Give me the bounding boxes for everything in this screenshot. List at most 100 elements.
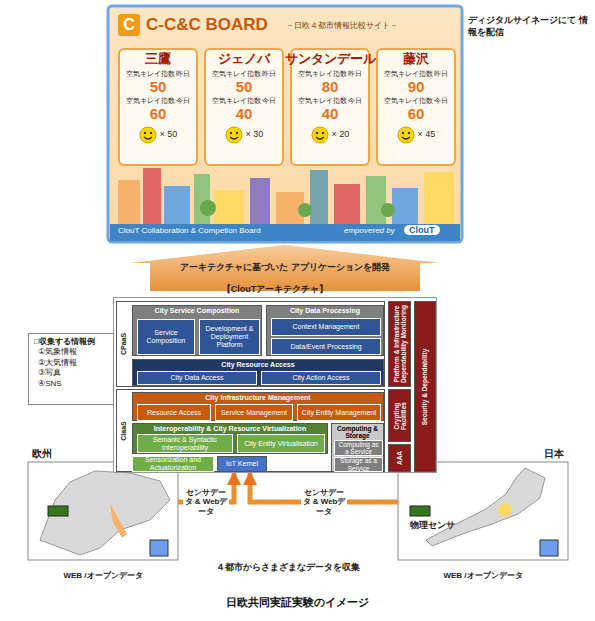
side-layer-name: Platform & Infrastructure Dependability … <box>392 305 406 383</box>
italy-shape <box>110 503 127 538</box>
smiley-row: × 20 <box>311 126 350 144</box>
component-name: Semanic & Syntactic Interoperability <box>138 436 232 451</box>
layer-name: CPaaS <box>120 305 128 383</box>
blueleaf-box: Data/Event Processing <box>271 338 381 355</box>
sensor-device <box>48 506 68 516</box>
index-value: 40 <box>236 105 253 122</box>
board-text: ClouT <box>404 225 440 235</box>
index-value: 50 <box>150 78 167 95</box>
greenleaf-box: City Entity Virtualisation <box>237 434 325 453</box>
component-name: Service Composition <box>138 329 194 344</box>
sensor-label: 物理センサ <box>410 520 455 530</box>
iot-box: IoT Kernel <box>217 456 267 472</box>
greenleaf-box: Sensorization and Actuatorization <box>132 456 214 472</box>
architecture-title: 【ClouTアーキテクチャ】 <box>114 284 436 294</box>
grey-box: City Data ProcessingContext ManagementDa… <box>266 305 384 356</box>
europe-map <box>40 471 170 555</box>
smiley-row: × 30 <box>225 126 264 144</box>
board-text: empovered by <box>344 226 395 235</box>
map-box: 日本物理センサWEB /オープンデータ <box>398 446 568 582</box>
edge-label: センサデータ & Webデータ <box>301 487 347 517</box>
tree <box>200 200 216 216</box>
greyleaf-box: Storage as a Service <box>334 457 383 472</box>
web-building-icon <box>150 540 168 556</box>
component-name: City Data Access <box>170 374 225 382</box>
region-name: 欧州 <box>32 448 52 460</box>
group-heading: City Resource Access <box>133 360 383 369</box>
building <box>214 190 244 224</box>
city-panel: 三鷹空気キレイ指数 昨日50空気キレイ指数 今日60× 50 <box>118 48 198 166</box>
component-name: Computing as a Service <box>335 441 382 455</box>
tree <box>381 203 395 217</box>
index-label: 空気キレイ指数 昨日 <box>126 70 191 78</box>
board-box: CC-C&C BOARD－日欧４都市情報比較サイト－ClouT Collabor… <box>108 6 462 242</box>
group-heading: Interoperability & City Resource Virtual… <box>133 424 327 433</box>
smiley-icon <box>225 126 243 144</box>
board-frame <box>108 6 462 242</box>
smiley-icon <box>139 126 157 144</box>
component-name: Development & Deployment Platform <box>200 325 259 348</box>
smiley-count: × 30 <box>246 129 264 139</box>
side-layer-name: Security & Dependability <box>421 305 428 468</box>
blueleaf-box: Context Management <box>271 318 381 336</box>
orangeleaf-box: Resource Access <box>137 404 211 421</box>
board-footer <box>110 224 460 241</box>
arch-box: 【ClouTアーキテクチャ】CPaaSCity Service Composit… <box>113 297 437 473</box>
japan-map <box>426 468 545 546</box>
sensor-device <box>410 506 430 516</box>
side-layer-name: Crypting Facilities <box>392 393 406 438</box>
index-value: 60 <box>150 105 167 122</box>
building <box>164 186 190 224</box>
index-label: 空気キレイ指数 今日 <box>384 97 449 105</box>
layer-band: Security & Dependability <box>414 301 436 472</box>
blueleaf-box: Development & Deployment Platform <box>199 319 260 355</box>
component-name: City Entity Virtualisation <box>243 440 318 448</box>
city-name: サンタンデール <box>285 52 376 67</box>
info-item: ①気象情報 <box>38 347 108 357</box>
greenleaf-box: Semanic & Syntactic Interoperability <box>137 434 233 453</box>
layer-band: Platform & Infrastructure Dependability … <box>388 301 411 387</box>
city-panel: ジェノバ空気キレイ指数 昨日50空気キレイ指数 今日40× 30 <box>204 48 284 166</box>
smiley-icon <box>311 126 329 144</box>
component-name: City Entity Management <box>301 409 377 417</box>
info-item: ②大気情報 <box>38 358 108 368</box>
arrow-text: アーキテクチャに基づいた アプリケーションを開発 <box>150 262 420 273</box>
japan-map-frame <box>398 462 568 560</box>
orange-box: City Infrastructure ManagementResource A… <box>132 392 384 421</box>
compute-box: Computing & StorageComputing as a Servic… <box>331 423 384 472</box>
group-heading: City Infrastructure Management <box>133 393 383 402</box>
index-value: 50 <box>236 78 253 95</box>
caption: 日欧共同実証実験のイメージ <box>0 596 595 609</box>
smiley-count: × 45 <box>418 129 436 139</box>
layer-band: Crypting Facilities <box>388 389 411 442</box>
info-box: □収集する情報例①気象情報②大気情報③写真④SNS <box>28 333 114 405</box>
side-layer-name: AAA <box>396 448 403 468</box>
tree <box>298 203 312 217</box>
index-label: 空気キレイ指数 今日 <box>212 97 277 105</box>
index-value: 90 <box>408 78 425 95</box>
city-panel: 藤沢空気キレイ指数 昨日90空気キレイ指数 今日60× 45 <box>376 48 456 166</box>
kanto-highlight <box>498 503 512 517</box>
blueleaf-box: City Data Access <box>137 371 257 385</box>
blueleaf-box: City Action Access <box>261 371 381 385</box>
group-heading: City Data Processing <box>267 306 383 315</box>
index-value: 60 <box>408 105 425 122</box>
building <box>366 176 386 224</box>
region-name: 日本 <box>544 448 564 460</box>
building <box>194 174 210 224</box>
index-label: 空気キレイ指数 昨日 <box>298 70 363 78</box>
city-panel: サンタンデール空気キレイ指数 昨日80空気キレイ指数 今日40× 20 <box>290 48 370 166</box>
note-label: ディジタルサイネージにて 情報を配信 <box>468 14 588 38</box>
orangeleaf-box: Service Management <box>215 404 293 421</box>
data-source-label: WEB /オープンデータ <box>28 571 178 580</box>
smiley-row: × 45 <box>397 126 436 144</box>
europe-map-frame <box>28 462 178 560</box>
group-heading: Computing & Storage <box>332 424 383 439</box>
index-label: 空気キレイ指数 今日 <box>126 97 191 105</box>
board-text: C-C&C BOARD <box>146 15 268 35</box>
index-label: 空気キレイ指数 昨日 <box>212 70 277 78</box>
layer-band: CIaaSCity Infrastructure ManagementResou… <box>116 389 385 472</box>
web-building-icon <box>540 540 558 556</box>
component-name: Sensorization and Actuatorization <box>133 456 213 471</box>
